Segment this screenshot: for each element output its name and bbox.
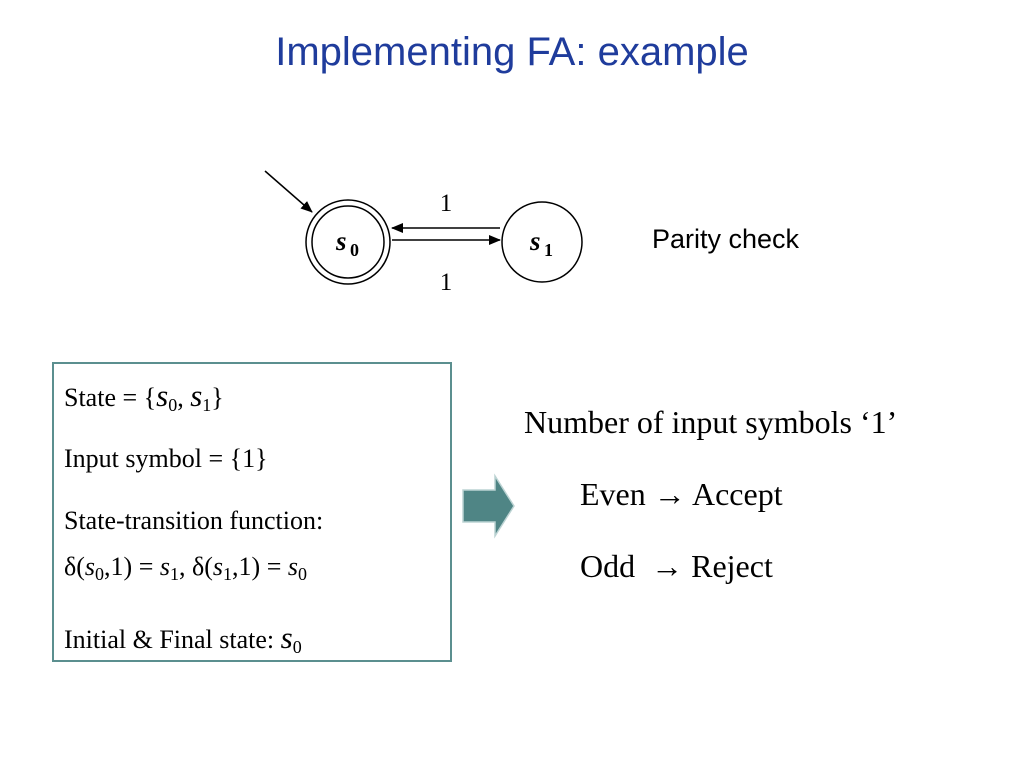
state-s0: s 0 [305, 199, 391, 285]
summary-even: Even → Accept [580, 476, 783, 512]
parity-check-caption: Parity check [652, 224, 800, 254]
state-s1-sub: 1 [544, 240, 553, 260]
state-s1-name: s [529, 226, 541, 256]
transition-function-label: State-transition function: [64, 506, 324, 535]
transition-label-bottom: 1 [440, 269, 453, 296]
right-arrow-icon [462, 473, 515, 539]
summary-heading: Number of input symbols ‘1’ [524, 404, 898, 440]
transition-function-line: δ(s0,1) = s1, δ(s1,1) = s0 [64, 552, 307, 584]
transition-label-top: 1 [440, 190, 453, 217]
summary-odd: Odd → Reject [580, 548, 773, 584]
start-arrow [264, 170, 313, 213]
state-s0-sub: 0 [350, 240, 359, 260]
input-symbol-line: Input symbol = {1} [64, 444, 268, 473]
initial-final-state-line: Initial & Final state: s0 [64, 620, 302, 657]
state-s1: s 1 [501, 201, 583, 283]
state-set-line: State = {s0, s1} [64, 378, 224, 415]
slide-title: Implementing FA: example [275, 30, 749, 74]
fa-definition-box: State = {s0, s1} Input symbol = {1} Stat… [52, 362, 452, 662]
state-s0-name: s [335, 226, 347, 256]
